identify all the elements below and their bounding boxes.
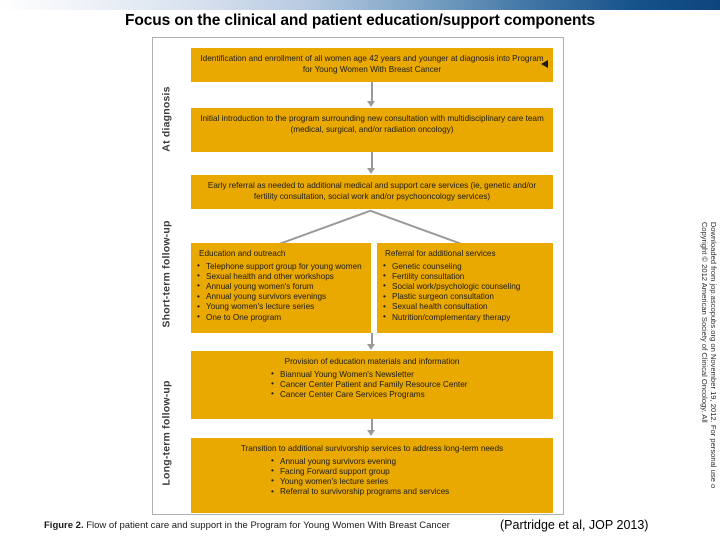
list-item: Genetic counseling <box>383 261 547 272</box>
stage-label-at-diagnosis: At diagnosis <box>153 44 181 194</box>
page-title: Focus on the clinical and patient educat… <box>124 12 596 29</box>
flow-box-identification-text: Identification and enrollment of all wom… <box>200 54 544 74</box>
download-notice-line-2: Copyright © 2012 American Society of Cli… <box>700 221 709 423</box>
figure-panel: At diagnosis Short-term follow-up Long-t… <box>152 37 564 515</box>
flow-box-transition-title: Transition to additional survivorship se… <box>240 444 504 453</box>
citation-text: (Partridge et al, JOP 2013) <box>500 518 649 532</box>
list-item: Annual young survivors evening <box>271 456 545 467</box>
download-notice-rotated-text: Downloaded from jop.ascopubs.org on Nove… <box>700 222 718 488</box>
list-item: Telephone support group for young women <box>197 261 365 272</box>
connector-line-left-branch <box>276 210 372 246</box>
flow-diagram: Identification and enrollment of all wom… <box>183 38 563 514</box>
flow-box-education-outreach: Education and outreach Telephone support… <box>191 243 371 333</box>
flow-box-early-referral: Early referral as needed to additional m… <box>191 175 553 209</box>
stage-label-long-term-follow-up-text: Long-term follow-up <box>161 380 173 486</box>
arrow-left-icon <box>541 60 548 68</box>
list-item: Young women's lecture series <box>271 476 545 487</box>
connector-line <box>371 333 373 345</box>
flow-box-identification: Identification and enrollment of all wom… <box>191 48 553 82</box>
stage-label-short-term-follow-up-text: Short-term follow-up <box>161 220 173 328</box>
list-item: Cancer Center Patient and Family Resourc… <box>271 379 545 390</box>
connector-arrow-icon <box>367 430 375 436</box>
flow-box-transition-list: Annual young survivors evening Facing Fo… <box>271 456 545 498</box>
stage-label-long-term-follow-up: Long-term follow-up <box>153 354 181 512</box>
figure-caption-text: Flow of patient care and support in the … <box>83 520 450 531</box>
list-item: Social work/psychologic counseling <box>383 281 547 292</box>
connector-line-right-branch <box>370 210 466 246</box>
list-item: Annual young women's forum <box>197 281 365 292</box>
flow-box-education-outreach-list: Telephone support group for young women … <box>197 261 365 323</box>
stage-label-at-diagnosis-text: At diagnosis <box>161 86 173 152</box>
connector-arrow-icon <box>367 101 375 107</box>
figure-caption-number: Figure 2. <box>44 520 84 531</box>
flow-box-introduction: Initial introduction to the program surr… <box>191 108 553 152</box>
flow-box-provision-materials: Provision of education materials and inf… <box>191 351 553 419</box>
stage-label-short-term-follow-up: Short-term follow-up <box>153 194 181 354</box>
flow-box-transition: Transition to additional survivorship se… <box>191 438 553 513</box>
flow-box-education-outreach-title: Education and outreach <box>199 249 286 258</box>
download-notice-line-1: Downloaded from jop.ascopubs.org on Nove… <box>709 221 718 489</box>
list-item: Facing Forward support group <box>271 466 545 477</box>
flow-box-early-referral-text: Early referral as needed to additional m… <box>207 181 537 201</box>
list-item: Cancer Center Care Services Programs <box>271 389 545 400</box>
flow-box-referral-services: Referral for additional services Genetic… <box>377 243 553 333</box>
list-item: Sexual health consultation <box>383 302 547 312</box>
flow-box-provision-materials-list: Biannual Young Women's Newsletter Cancer… <box>271 369 545 401</box>
flow-box-introduction-text: Initial introduction to the program surr… <box>200 114 544 134</box>
list-item: One to One program <box>197 312 365 323</box>
list-item: Annual young survivors evenings <box>197 292 365 302</box>
flow-box-referral-services-list: Genetic counseling Fertility consultatio… <box>383 261 547 323</box>
connector-arrow-icon <box>367 168 375 174</box>
connector-line <box>371 152 373 169</box>
list-item: Biannual Young Women's Newsletter <box>271 369 545 380</box>
flow-box-referral-services-title: Referral for additional services <box>385 249 496 258</box>
list-item: Plastic surgeon consultation <box>383 292 547 302</box>
connector-line <box>371 419 373 431</box>
connector-arrow-icon <box>367 344 375 350</box>
list-item: Referral to survivorship programs and se… <box>271 487 545 497</box>
list-item: Young women's lecture series <box>197 302 365 312</box>
connector-line <box>371 82 373 102</box>
download-notice: Downloaded from jop.ascopubs.org on Nove… <box>698 170 720 540</box>
figure-caption: Figure 2. Flow of patient care and suppo… <box>44 520 484 531</box>
header-gradient-bar <box>0 0 720 10</box>
list-item: Fertility consultation <box>383 271 547 282</box>
list-item: Sexual health and other workshops <box>197 271 365 282</box>
list-item: Nutrition/complementary therapy <box>383 312 547 323</box>
flow-box-provision-materials-title: Provision of education materials and inf… <box>284 357 460 366</box>
